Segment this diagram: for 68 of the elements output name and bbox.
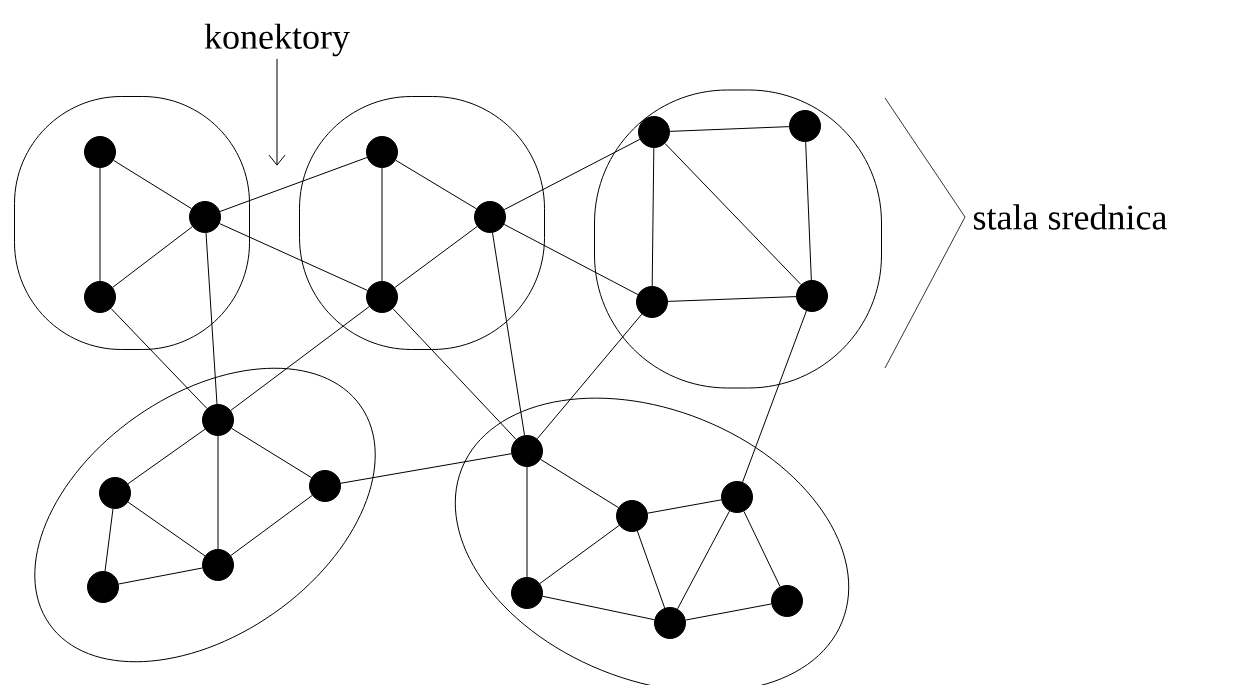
graph-edge	[677, 510, 730, 610]
graph-edge	[636, 530, 666, 609]
graph-edge	[394, 226, 478, 288]
graph-edge	[685, 603, 772, 621]
graph-vertex	[721, 481, 753, 513]
graph-edge	[230, 306, 370, 411]
graph-vertex	[202, 549, 234, 581]
graph-edge	[219, 223, 368, 291]
graph-edge	[540, 458, 619, 509]
graph-edge	[217, 435, 219, 550]
graph-vertex	[99, 477, 131, 509]
graph-vertex	[366, 136, 398, 168]
graph-vertex	[796, 280, 828, 312]
cluster-outline	[594, 89, 882, 389]
graph-edge	[381, 167, 383, 282]
graph-vertex	[202, 404, 234, 436]
leader-line	[268, 58, 286, 166]
graph-edge	[118, 567, 203, 585]
graph-vertex	[189, 201, 221, 233]
cluster-outline	[14, 96, 250, 350]
graph-vertex	[654, 607, 686, 639]
graph-edge	[110, 308, 208, 409]
graph-vertex	[789, 110, 821, 142]
graph-edge	[231, 427, 312, 479]
cluster-outline	[299, 96, 545, 350]
graph-edge	[395, 159, 477, 210]
graph-vertex	[84, 281, 116, 313]
graph-edge	[113, 159, 192, 210]
graph-edge	[219, 157, 368, 212]
graph-edge	[127, 501, 206, 557]
graph-vertex	[636, 286, 668, 318]
graph-edge	[230, 495, 313, 556]
graph-edge	[492, 232, 525, 436]
graph-edge	[539, 524, 620, 585]
graph-vertex	[84, 136, 116, 168]
graph-edge	[503, 138, 641, 211]
graph-edge	[542, 595, 655, 621]
graph-vertex	[87, 571, 119, 603]
graph-edge	[667, 296, 797, 302]
graph-vertex	[366, 281, 398, 313]
graph-vertex	[474, 201, 506, 233]
graph-vertex	[616, 500, 648, 532]
graph-vertex	[771, 585, 803, 617]
graph-edge	[669, 126, 790, 132]
graph-vertex	[309, 470, 341, 502]
graph-edge	[104, 508, 114, 572]
graph-vertex	[511, 435, 543, 467]
graph-vertex	[511, 577, 543, 609]
graph-edge	[743, 510, 781, 588]
graph-edge	[651, 147, 655, 287]
graph-edge	[647, 499, 722, 514]
graph-edge	[340, 453, 512, 484]
graph-edge	[526, 466, 528, 578]
graph-edge	[205, 232, 218, 405]
graph-edge	[392, 308, 517, 440]
graph-vertex	[638, 116, 670, 148]
graph-edge	[805, 141, 812, 281]
cluster-outline	[34, 367, 376, 663]
graph-edge	[503, 223, 639, 296]
callout-text: konektory	[204, 23, 350, 57]
graph-edge	[536, 313, 643, 440]
graph-edge	[742, 310, 807, 483]
graph-edge	[112, 226, 193, 288]
graph-edge	[127, 428, 206, 485]
bracket-label: stala srednica	[974, 204, 1167, 230]
graph-edge	[99, 167, 101, 282]
graph-edge	[664, 143, 802, 285]
cluster-outline	[454, 397, 850, 685]
